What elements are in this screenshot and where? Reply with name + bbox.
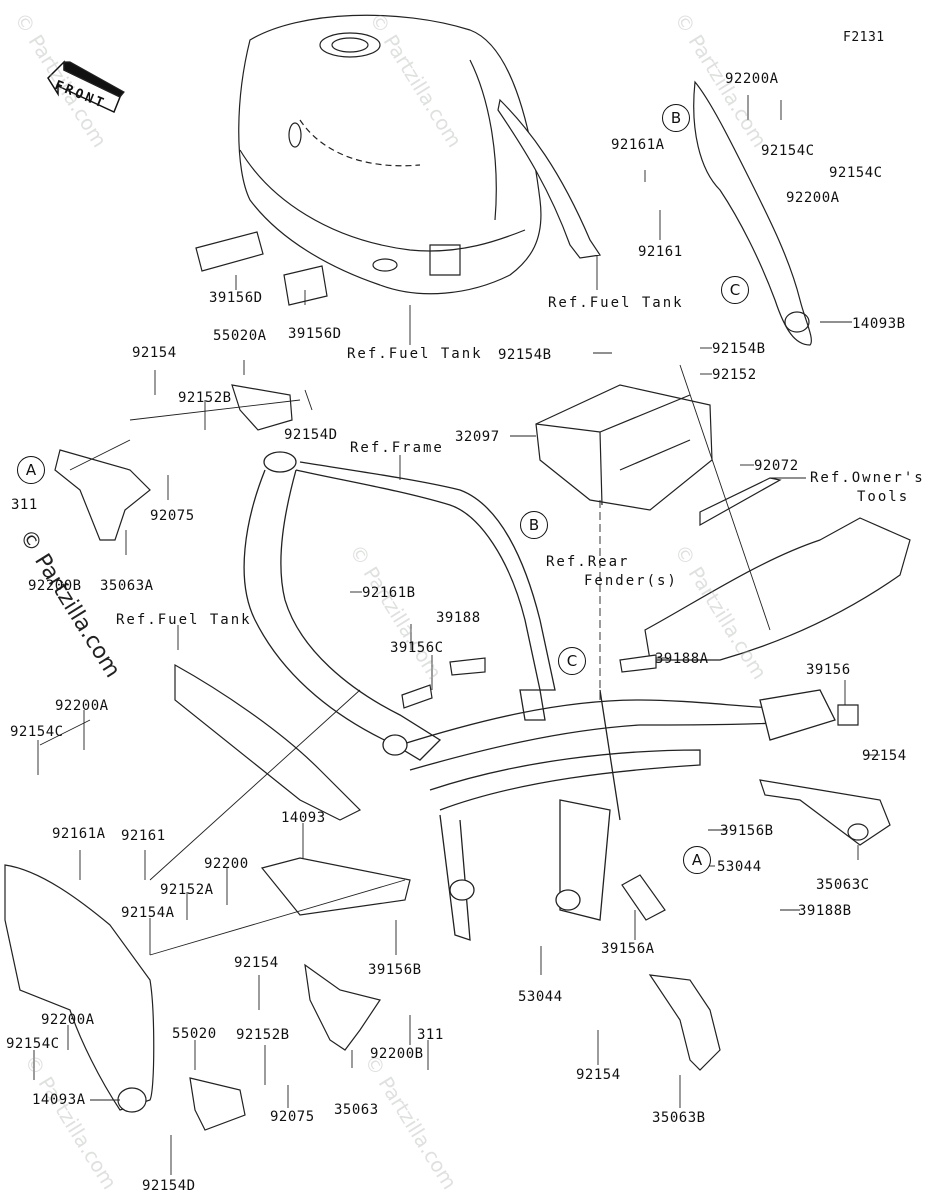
part-label[interactable]: 39156B: [368, 962, 422, 978]
callout-b: B: [662, 104, 690, 132]
part-label[interactable]: 39156D: [209, 290, 263, 306]
part-label[interactable]: 92152A: [160, 882, 214, 898]
part-label[interactable]: 92075: [270, 1109, 315, 1125]
part-label[interactable]: 14093B: [852, 316, 906, 332]
part-label[interactable]: 92161: [638, 244, 683, 260]
part-label[interactable]: 92154D: [284, 427, 338, 443]
front-arrow-icon: [48, 62, 124, 112]
reference-label: Ref.Fuel Tank: [548, 295, 684, 311]
part-label[interactable]: 39188: [436, 610, 481, 626]
callout-a: A: [17, 456, 45, 484]
part-label[interactable]: 39156: [806, 662, 851, 678]
part-label[interactable]: 92154B: [498, 347, 552, 363]
part-label[interactable]: 55020A: [213, 328, 267, 344]
part-label[interactable]: 53044: [518, 989, 563, 1005]
part-label[interactable]: 92200: [204, 856, 249, 872]
part-label[interactable]: 92161A: [611, 137, 665, 153]
part-label[interactable]: 92154C: [829, 165, 883, 181]
callout-b: B: [520, 511, 548, 539]
part-label[interactable]: 35063B: [652, 1110, 706, 1126]
part-label[interactable]: 92154C: [10, 724, 64, 740]
part-label[interactable]: 92152B: [178, 390, 232, 406]
part-label[interactable]: 39156D: [288, 326, 342, 342]
part-label[interactable]: 92154A: [121, 905, 175, 921]
tank-side-bracket-drawing: [498, 100, 600, 258]
battery-case-32097-drawing: [536, 385, 712, 510]
reference-label: Ref.Fuel Tank: [347, 346, 483, 362]
part-label[interactable]: 35063A: [100, 578, 154, 594]
part-label[interactable]: 14093A: [32, 1092, 86, 1108]
rear-fender-drawing: [645, 518, 910, 660]
part-label[interactable]: 92154D: [142, 1178, 196, 1194]
reference-label: Ref.Fuel Tank: [116, 612, 252, 628]
part-label[interactable]: 92200A: [786, 190, 840, 206]
reference-label: Fender(s): [584, 573, 678, 589]
figure-id: F2131: [843, 30, 885, 45]
part-label[interactable]: 55020: [172, 1026, 217, 1042]
part-label[interactable]: 92161: [121, 828, 166, 844]
reference-label: Ref.Owner's: [810, 470, 925, 486]
footpeg-bracket-35063-drawing: [305, 965, 380, 1050]
part-label[interactable]: 32097: [455, 429, 500, 445]
reference-label: Ref.Rear: [546, 554, 630, 570]
part-label[interactable]: 92200B: [28, 578, 82, 594]
part-label[interactable]: 311: [11, 497, 38, 513]
part-label[interactable]: 35063: [334, 1102, 379, 1118]
part-label[interactable]: 53044: [717, 859, 762, 875]
part-label[interactable]: 14093: [281, 810, 326, 826]
part-label[interactable]: 92161B: [362, 585, 416, 601]
callout-a: A: [683, 846, 711, 874]
footpeg-bracket-35063C-drawing: [760, 780, 890, 845]
part-label[interactable]: 92200A: [41, 1012, 95, 1028]
part-label[interactable]: 92154: [132, 345, 177, 361]
part-label[interactable]: 92161A: [52, 826, 106, 842]
part-label[interactable]: 39156B: [720, 823, 774, 839]
cover-14093B-drawing: [694, 82, 812, 345]
part-label[interactable]: 311: [417, 1027, 444, 1043]
part-label[interactable]: 92154C: [6, 1036, 60, 1052]
part-label[interactable]: 35063C: [816, 877, 870, 893]
part-label[interactable]: 92154: [862, 748, 907, 764]
footpeg-bracket-35063B-drawing: [650, 975, 720, 1070]
part-label[interactable]: 92154B: [712, 341, 766, 357]
part-label[interactable]: 92154C: [761, 143, 815, 159]
part-label[interactable]: 39156C: [390, 640, 444, 656]
part-label[interactable]: 92154: [576, 1067, 621, 1083]
fuel-tank-drawing: [239, 15, 541, 293]
part-label[interactable]: 92152: [712, 367, 757, 383]
part-label[interactable]: 92200B: [370, 1046, 424, 1062]
part-label[interactable]: 39188B: [798, 903, 852, 919]
part-label[interactable]: 92200A: [725, 71, 779, 87]
part-label[interactable]: 92072: [754, 458, 799, 474]
frame-drawing: [244, 452, 835, 940]
footpeg-bracket-35063A-drawing: [55, 450, 150, 540]
part-label[interactable]: 39156A: [601, 941, 655, 957]
callout-c: C: [721, 276, 749, 304]
reference-label: Ref.Frame: [350, 440, 444, 456]
part-label[interactable]: 92200A: [55, 698, 109, 714]
part-label[interactable]: 92152B: [236, 1027, 290, 1043]
reference-label: Tools: [857, 489, 910, 505]
part-label[interactable]: 39188A: [655, 651, 709, 667]
part-label[interactable]: 92154: [234, 955, 279, 971]
part-label[interactable]: 92075: [150, 508, 195, 524]
callout-c: C: [558, 647, 586, 675]
cover-14093A-drawing: [5, 865, 154, 1110]
